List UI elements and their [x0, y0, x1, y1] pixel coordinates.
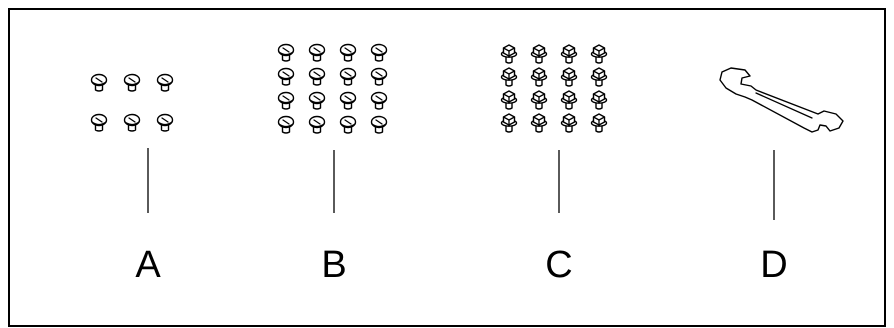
part-d-label: D — [760, 244, 787, 286]
part-b-label: B — [321, 244, 346, 286]
part-c-label: C — [545, 244, 572, 286]
diagram-frame — [8, 8, 886, 327]
part-a-label: A — [135, 244, 161, 286]
wrench-icon — [719, 67, 844, 133]
